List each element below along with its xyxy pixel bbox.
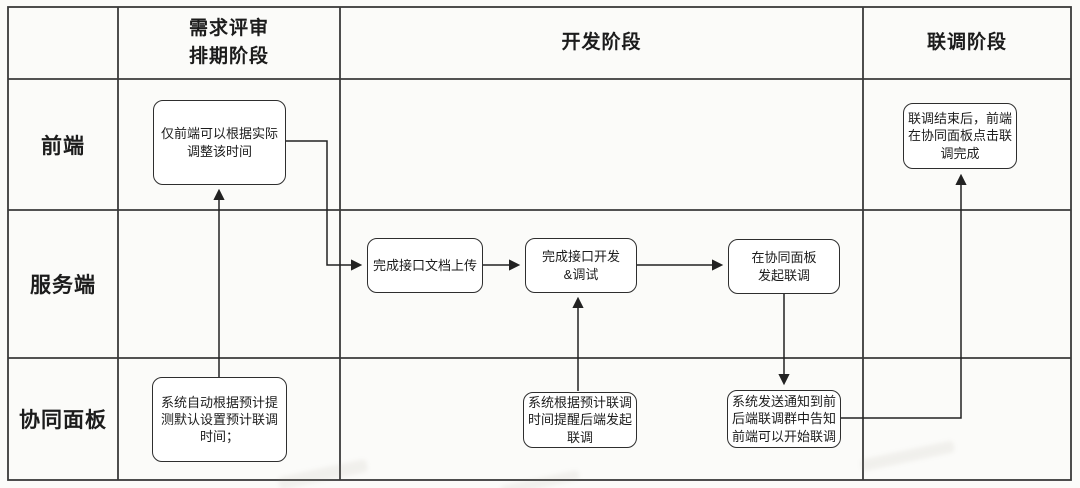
- node-notify-debug-group: 系统发送通知到前 后端联调群中告知 前端可以开始联调: [727, 390, 841, 448]
- node-finish-api-dev: 完成接口开发 &调试: [525, 238, 637, 293]
- node-auto-set-time: 系统自动根据预计提 测默认设置预计联调 时间；: [152, 377, 287, 462]
- phase-header-review-scheduling: 需求评审 排期阶段: [188, 18, 269, 67]
- node-remind-backend: 系统根据预计联调 时间提醒后端发起 联调: [523, 392, 637, 448]
- lane-label-frontend: 前端: [41, 134, 85, 158]
- watermark-smudge: [277, 458, 369, 488]
- node-upload-api-doc: 完成接口文档上传: [367, 238, 483, 293]
- watermark-smudge: [499, 469, 581, 488]
- lane-label-collab-panel: 协同面板: [19, 409, 107, 432]
- connector-adjust-to-upload: [286, 140, 363, 271]
- node-click-joint-done: 联调结束后，前端 在协同面板点击联 调完成: [903, 103, 1017, 169]
- node-launch-joint-debug: 在协同面板 发起联调: [728, 239, 840, 294]
- lane-label-server: 服务端: [30, 274, 96, 297]
- phase-header-development: 开发阶段: [561, 32, 642, 54]
- watermark-smudge: [859, 440, 956, 472]
- connector-notify-to-done: [841, 173, 967, 419]
- node-frontend-adjust-time: 仅前端可以根据实际 调整该时间: [153, 100, 286, 185]
- phase-header-joint-debug: 联调阶段: [926, 32, 1007, 54]
